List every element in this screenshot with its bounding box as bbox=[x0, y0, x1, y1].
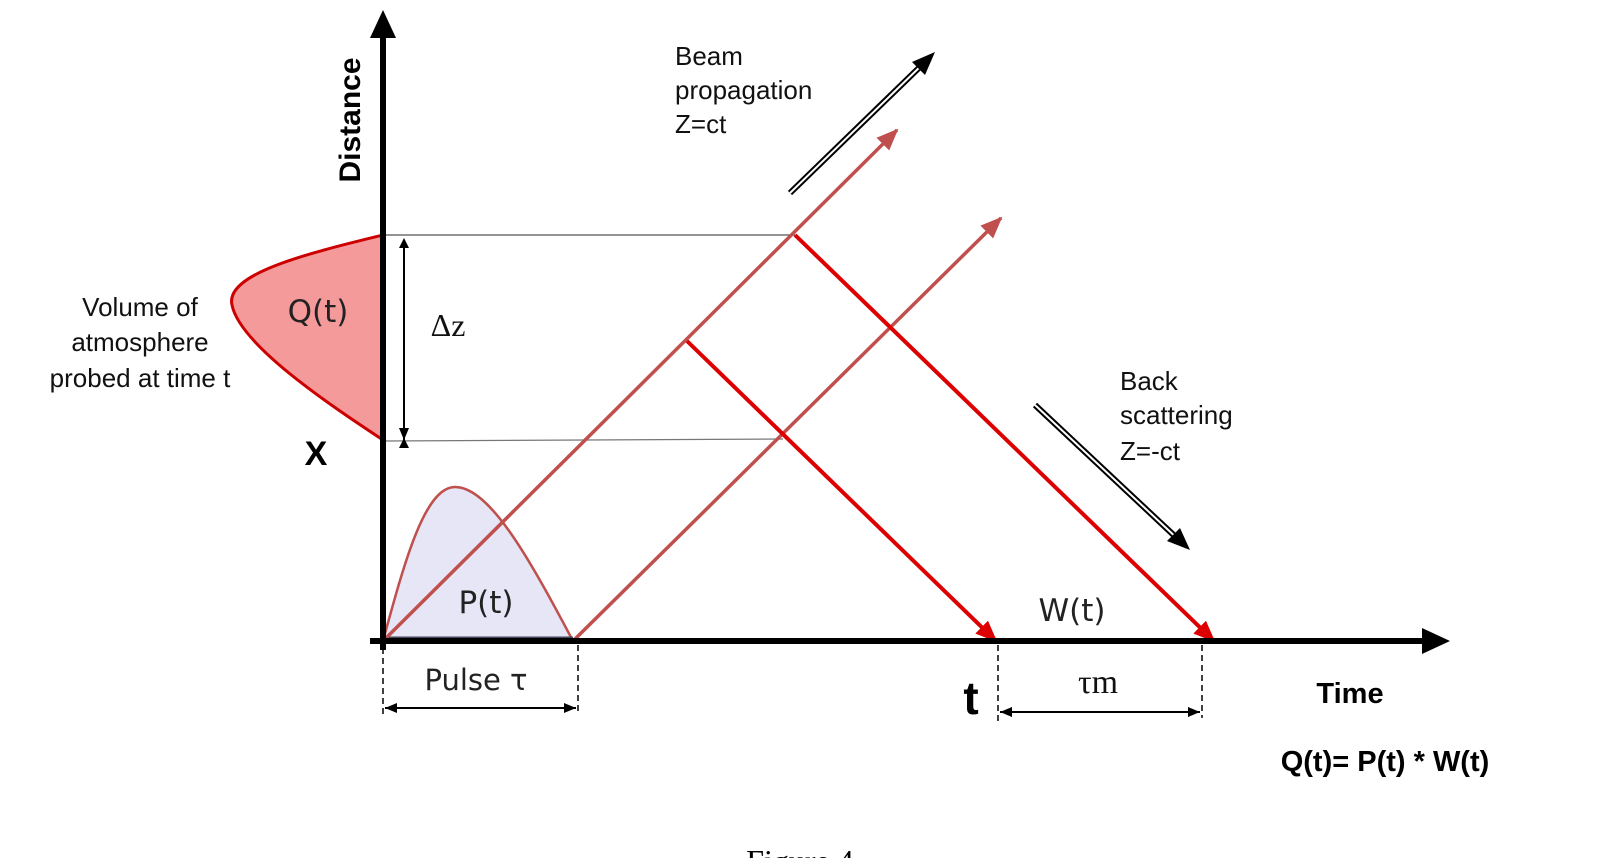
dashed-markers bbox=[382, 645, 1203, 722]
y-axis-arrowhead bbox=[370, 10, 396, 38]
backscatter-line-1 bbox=[685, 339, 998, 643]
x-axis-label: Time bbox=[1316, 678, 1383, 710]
figure-caption: Figure 4 bbox=[746, 843, 854, 858]
beam-line-2 bbox=[571, 216, 1003, 643]
tau-m-label: τm bbox=[1078, 664, 1118, 701]
volume-label-line3: probed at time t bbox=[50, 363, 231, 393]
p-pulse-shape bbox=[381, 485, 576, 643]
back-label-line1: Back bbox=[1120, 366, 1179, 396]
t-label: t bbox=[963, 672, 978, 724]
x-label: X bbox=[305, 435, 328, 473]
beam-line-1 bbox=[381, 128, 899, 643]
pulse-tau-arrow bbox=[385, 703, 576, 713]
p-label: P(t) bbox=[458, 585, 513, 621]
backscatter-line-2 bbox=[793, 233, 1216, 643]
volume-label-line2: atmosphere bbox=[71, 327, 208, 357]
y-axis-label: Distance bbox=[334, 57, 367, 182]
delta-z-label: Δz bbox=[431, 307, 466, 343]
beam-label-line3: Z=ct bbox=[675, 109, 727, 139]
backscatter-direction-arrow bbox=[1032, 402, 1190, 550]
beam-label-line1: Beam bbox=[675, 41, 743, 71]
tau-m-arrow bbox=[1000, 707, 1200, 717]
pulse-label: Pulse τ bbox=[424, 663, 527, 697]
volume-label-line1: Volume of bbox=[82, 292, 198, 322]
equation: Q(t)= P(t) * W(t) bbox=[1281, 746, 1490, 778]
delta-z-arrowhead-bottom bbox=[399, 428, 409, 440]
beam-label-line2: propagation bbox=[675, 75, 812, 105]
q-volume-shape bbox=[230, 233, 385, 443]
back-label-line2: scattering bbox=[1120, 400, 1233, 430]
x-axis-arrowhead bbox=[1422, 628, 1450, 654]
back-label-line3: Z=-ct bbox=[1120, 436, 1181, 466]
q-label: Q(t) bbox=[288, 294, 349, 330]
beam-direction-arrow bbox=[787, 52, 935, 196]
w-label: W(t) bbox=[1039, 593, 1106, 629]
